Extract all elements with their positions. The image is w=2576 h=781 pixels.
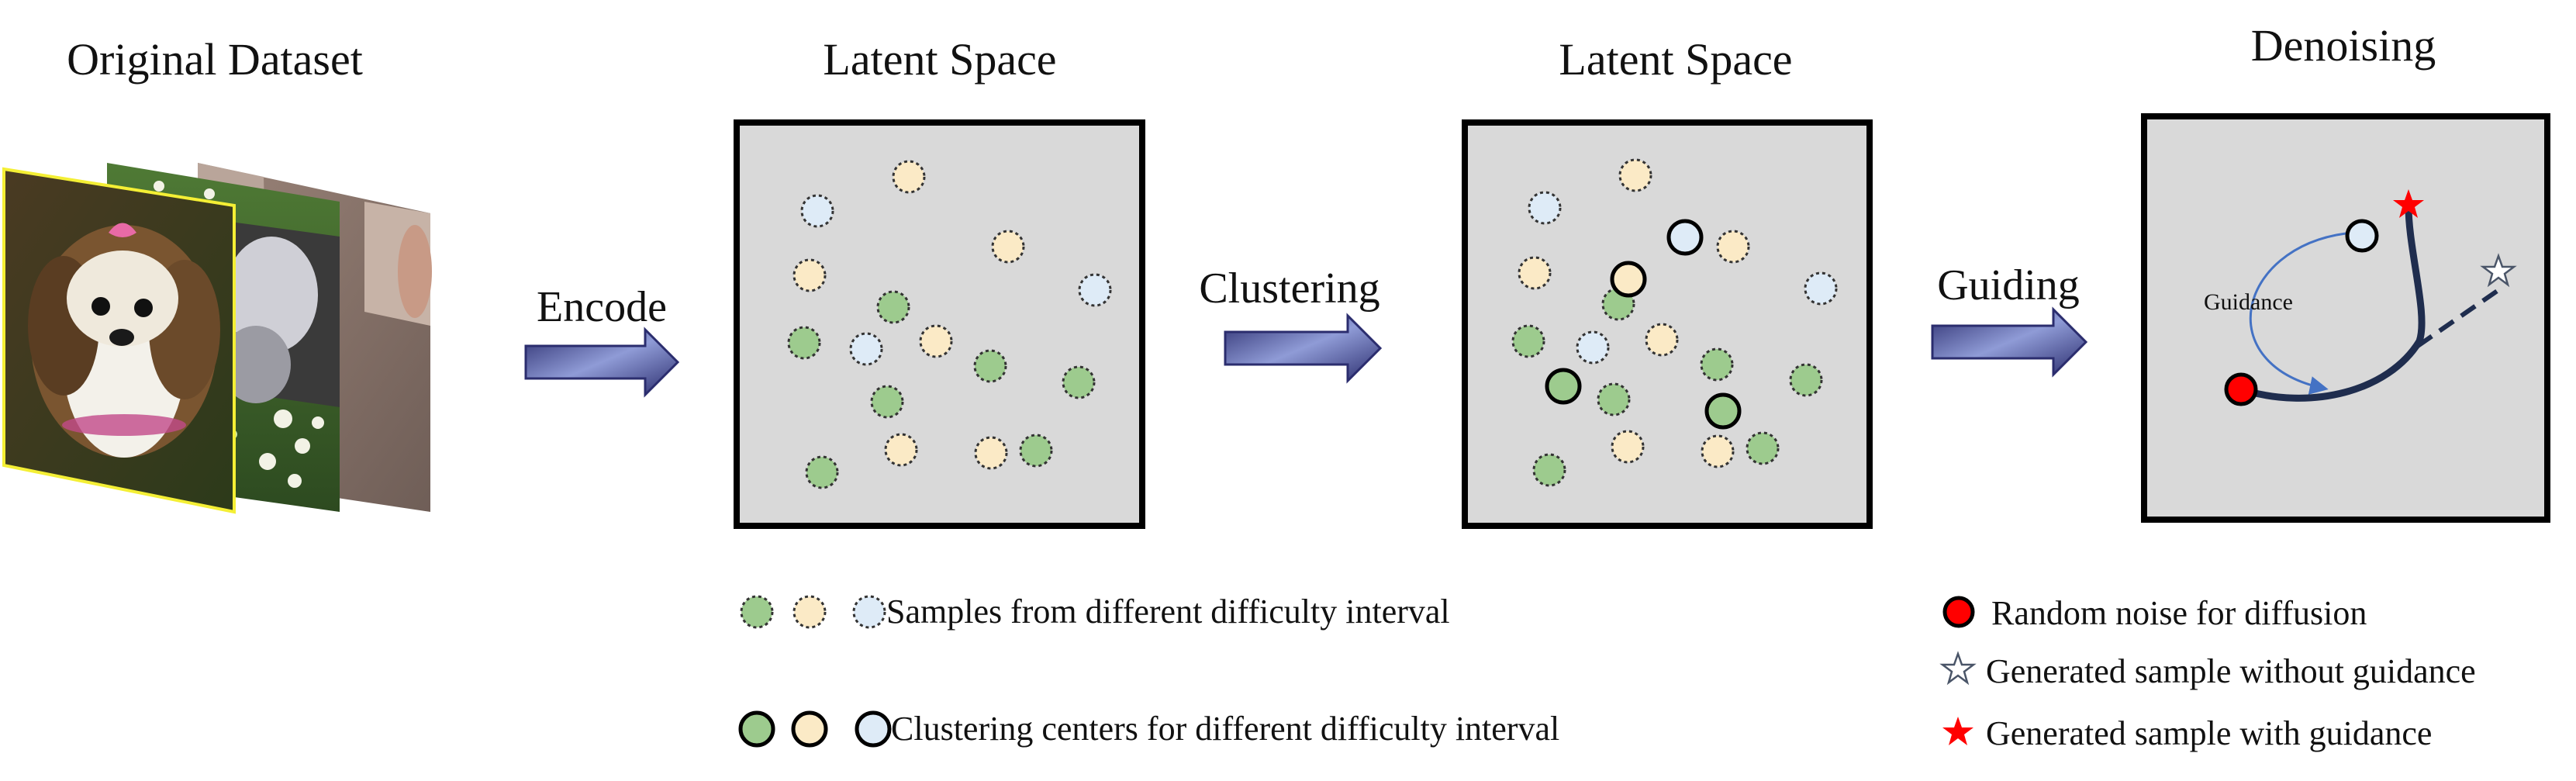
legend-red-star-icon <box>1942 717 1973 745</box>
guiding-arrow-icon <box>1931 306 2088 378</box>
legend-blue-sample-icon <box>852 595 886 629</box>
trajectory-unguided <box>2416 288 2500 348</box>
cluster-center-blue <box>1666 219 1704 256</box>
sample-point <box>1804 271 1838 306</box>
outline-star-icon <box>2480 253 2517 288</box>
sample-point <box>1746 431 1780 465</box>
legend-without-guidance-label: Generated sample without guidance <box>1986 652 2476 690</box>
random-noise-point <box>2224 372 2258 406</box>
sample-point <box>1716 230 1750 264</box>
legend-centers-label: Clustering centers for different difficu… <box>891 710 1559 748</box>
image-shih-tzu <box>2 167 236 514</box>
sample-point <box>805 455 839 489</box>
sample-point <box>1618 158 1652 192</box>
sample-point <box>1645 323 1679 357</box>
encode-arrow-icon <box>524 327 680 398</box>
sample-point <box>1532 453 1566 487</box>
guiding-label: Guiding <box>1937 261 2080 309</box>
latent-panel-2-frame <box>1462 119 1873 529</box>
title-original-dataset: Original Dataset <box>67 34 363 85</box>
trajectory-guided <box>2405 199 2426 345</box>
sample-point <box>919 324 953 358</box>
legend-right: Random noise for diffusion Generated sam… <box>1939 594 2476 752</box>
clustering-arrow-group: Clustering <box>1199 264 1383 384</box>
cluster-center-green <box>1704 392 1742 430</box>
latent-space-panel-1 <box>734 119 1145 529</box>
latent-2-cluster-centers <box>1545 219 1742 430</box>
sample-point <box>892 160 926 194</box>
latent-1-points <box>787 160 1112 489</box>
title-latent-space-2: Latent Space <box>1559 34 1792 85</box>
sample-point <box>1700 347 1734 382</box>
denoising-panel: Guidance <box>2141 113 2550 523</box>
legend-samples-label: Samples from different difficulty interv… <box>886 593 1450 631</box>
sample-point <box>1611 430 1645 464</box>
trajectory-shared <box>2237 337 2423 402</box>
sample-point <box>787 326 821 360</box>
clustering-arrow-icon <box>1224 313 1383 384</box>
sample-point <box>1701 434 1735 468</box>
sample-point <box>792 258 827 292</box>
sample-point <box>849 332 883 366</box>
latent-panel-1-frame <box>734 119 1145 529</box>
legend-green-center-icon <box>738 710 775 748</box>
dataset-image-stack <box>2 163 432 514</box>
sample-point <box>973 349 1007 383</box>
cluster-center-target <box>2345 219 2379 253</box>
legend-left: Samples from different difficulty interv… <box>738 593 1559 748</box>
sample-point <box>1062 365 1096 399</box>
sample-point <box>1019 434 1053 468</box>
sample-point <box>876 290 910 324</box>
sample-point <box>870 385 904 419</box>
sample-point <box>1597 382 1631 416</box>
sample-point <box>1528 191 1562 225</box>
legend-outline-star-icon <box>1939 651 1977 686</box>
sample-point <box>1518 256 1552 290</box>
legend-noise-icon <box>1942 596 1975 628</box>
legend-with-guidance-label: Generated sample with guidance <box>1986 714 2432 752</box>
sample-point <box>991 230 1025 264</box>
sample-point <box>1511 324 1545 358</box>
legend-yellow-center-icon <box>791 710 828 748</box>
sample-point <box>1576 330 1610 365</box>
title-denoising: Denoising <box>2251 20 2436 71</box>
denoising-panel-frame <box>2141 113 2550 523</box>
guidance-label: Guidance <box>2204 289 2293 315</box>
encode-arrow-group: Encode <box>524 283 680 398</box>
latent-space-panel-2 <box>1462 119 1873 529</box>
legend-yellow-sample-icon <box>792 595 827 629</box>
legend-blue-center-icon <box>855 710 892 748</box>
guidance-arrow <box>2249 232 2346 395</box>
latent-2-points <box>1511 158 1838 487</box>
sample-point <box>1078 273 1112 307</box>
sample-point <box>800 194 834 228</box>
encode-label: Encode <box>537 283 667 331</box>
legend-noise-label: Random noise for diffusion <box>1991 594 2367 632</box>
sample-point <box>884 433 918 467</box>
sample-point <box>1789 363 1823 397</box>
sample-point <box>974 436 1008 470</box>
red-star-icon <box>2393 189 2424 218</box>
cluster-center-yellow <box>1610 261 1647 298</box>
title-latent-space-1: Latent Space <box>823 34 1056 85</box>
cluster-center-green <box>1545 368 1582 405</box>
guiding-arrow-group: Guiding <box>1931 261 2088 378</box>
clustering-label: Clustering <box>1199 264 1380 313</box>
legend-green-sample-icon <box>740 595 774 629</box>
